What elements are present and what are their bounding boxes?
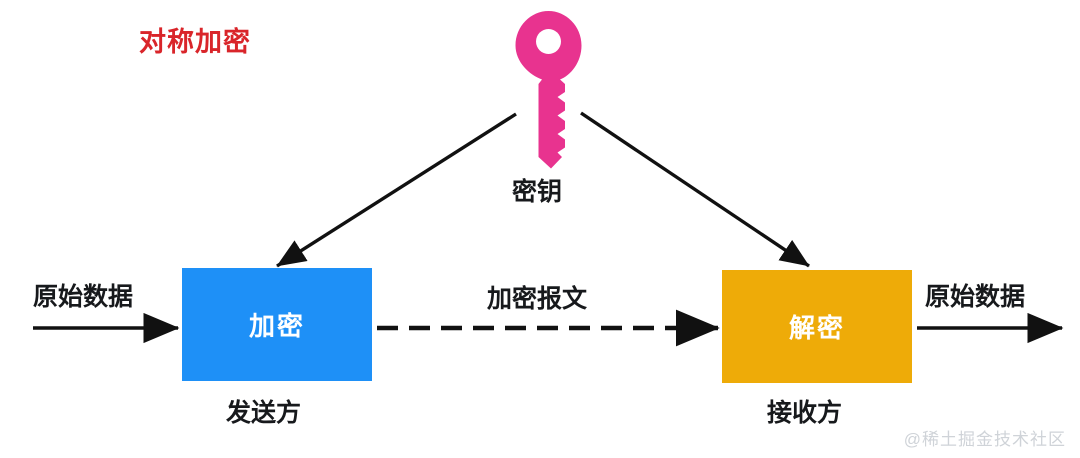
encrypt-box-label: 加密 <box>248 311 305 341</box>
receiver-caption: 接收方 <box>767 399 843 427</box>
decrypt-box-label: 解密 <box>788 313 845 343</box>
page-title: 对称加密 <box>139 27 251 57</box>
input-data-label: 原始数据 <box>33 283 134 311</box>
watermark: @稀土掘金技术社区 <box>903 430 1066 449</box>
decrypt-box: 解密 <box>722 270 912 383</box>
cipher-channel-label: 加密报文 <box>487 285 588 313</box>
key-label: 密钥 <box>512 178 563 206</box>
sender-caption: 发送方 <box>226 399 302 427</box>
arrow-key-to-decrypt <box>580 111 810 268</box>
output-data-label: 原始数据 <box>925 283 1026 311</box>
key-icon <box>515 11 582 169</box>
arrow-key-to-encrypt <box>276 112 517 268</box>
encrypt-box: 加密 <box>182 268 372 381</box>
